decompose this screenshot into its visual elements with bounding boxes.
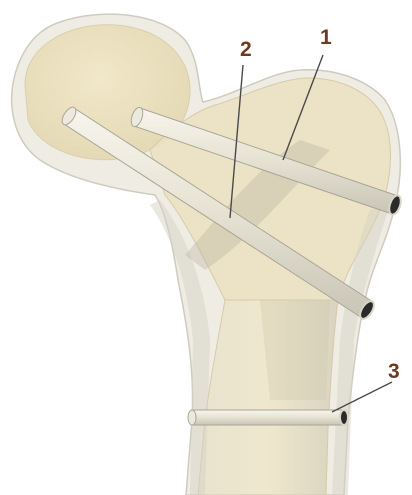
shaft-shadow — [260, 300, 330, 400]
callout-label-3: 3 — [388, 360, 400, 383]
transverse-shaft-screw — [188, 410, 348, 425]
callout-label-2: 2 — [240, 38, 252, 61]
callout-label-1: 1 — [320, 26, 332, 49]
